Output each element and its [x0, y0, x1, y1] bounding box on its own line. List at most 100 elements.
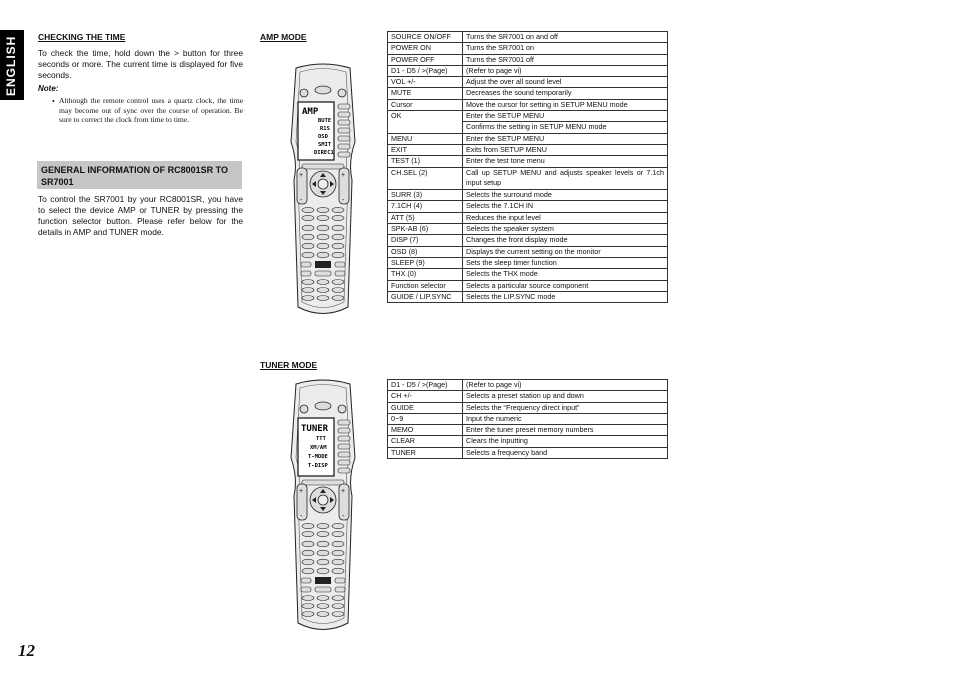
table-desc: Sets the sleep timer function	[462, 256, 668, 270]
checking-time-body: To check the time, hold down the > butto…	[38, 48, 243, 80]
table-row: D1 - D5 / >(Page)(Refer to page vi)	[387, 378, 668, 392]
table-row: THX (0)Selects the THX mode	[387, 268, 668, 281]
table-key: GUIDE / LIP.SYNC	[387, 290, 463, 304]
table-key: ATT (5)	[387, 211, 463, 225]
amp-lcd-line: DIREC1	[314, 150, 335, 156]
language-tab: ENGLISH	[0, 30, 24, 100]
table-key: TUNER	[387, 446, 463, 460]
table-key: GUIDE	[387, 401, 463, 414]
table-key: CH +/-	[387, 390, 463, 403]
table-desc: Selects a frequency band	[462, 446, 668, 460]
table-desc: Selects the surround mode	[462, 189, 668, 202]
amp-mode-heading: AMP MODE	[260, 32, 307, 42]
table-row: 7.1CH (4)Selects the 7.1CH IN	[387, 200, 668, 213]
table-desc: Clears the inputting	[462, 435, 668, 448]
tuner-function-table: D1 - D5 / >(Page)(Refer to page vi) CH +…	[387, 378, 668, 460]
table-desc: Displays the current setting on the moni…	[462, 245, 668, 258]
table-key: DISP (7)	[387, 234, 463, 247]
general-info-heading: GENERAL INFORMATION OF RC8001SR TO SR700…	[41, 165, 229, 187]
table-desc: Selects the “Frequency direct input”	[462, 401, 668, 414]
amp-lcd-screen	[297, 101, 335, 161]
amp-lcd-line: SMIT	[318, 142, 332, 148]
table-key: MENU	[387, 132, 463, 145]
table-key: CH.SEL (2)	[387, 166, 463, 191]
general-info-body: To control the SR7001 by your RC8001SR, …	[38, 194, 243, 237]
table-desc: Selects the THX mode	[462, 268, 668, 281]
table-key: OK	[387, 110, 463, 134]
note-bullet: •	[52, 97, 55, 106]
language-tab-label: ENGLISH	[4, 35, 18, 96]
amp-lcd-line: BUTE	[318, 118, 331, 124]
table-row: TEST (1)Enter the test tone menu	[387, 155, 668, 168]
table-row: ATT (5)Reduces the input level	[387, 211, 668, 225]
table-row: DISP (7)Changes the front display mode	[387, 234, 668, 247]
table-key: POWER ON	[387, 42, 463, 55]
tuner-lcd-screen	[297, 417, 335, 477]
table-key: EXIT	[387, 143, 463, 157]
table-row: SPK-AB (6)Selects the speaker system	[387, 223, 668, 236]
table-key: THX (0)	[387, 268, 463, 281]
table-desc: Exits from SETUP MENU	[462, 143, 668, 157]
table-key: SURR (3)	[387, 189, 463, 202]
table-row: VOL +/-Adjust the over all sound level	[387, 76, 668, 89]
table-desc: Confirms the setting in SETUP MENU mode	[462, 121, 668, 134]
svg-text:+: +	[299, 488, 303, 495]
svg-text:-: -	[342, 197, 345, 204]
table-row: OSD (8)Displays the current setting on t…	[387, 245, 668, 258]
table-desc: Enter the test tone menu	[462, 155, 668, 168]
table-desc: Decreases the sound temporarily	[462, 87, 668, 100]
general-info-heading-box: GENERAL INFORMATION OF RC8001SR TO SR700…	[37, 161, 242, 189]
table-desc: Changes the front display mode	[462, 234, 668, 247]
tuner-remote-illustration: TUNER TTT XM/AM T-MODE T-DISP ++ --	[290, 379, 356, 630]
table-desc: (Refer to page vi)	[462, 378, 668, 392]
svg-text:+: +	[341, 172, 345, 179]
table-desc: Enter the SETUP MENU	[462, 110, 668, 123]
table-desc: Enter the SETUP MENU	[462, 132, 668, 145]
tuner-lcd-line: T-MODE	[308, 454, 328, 460]
table-desc: Selects a particular source component	[462, 279, 668, 292]
table-key: MUTE	[387, 87, 463, 100]
table-key: SPK-AB (6)	[387, 223, 463, 236]
table-key: D1 - D5 / >(Page)	[387, 378, 463, 392]
note-label: Note:	[38, 84, 59, 93]
table-desc: Enter the tuner preset memory numbers	[462, 424, 668, 437]
table-desc: Selects the LIP.SYNC mode	[462, 290, 668, 304]
tuner-lcd-line: XM/AM	[310, 445, 327, 451]
table-row: CH.SEL (2)Call up SETUP MENU and adjusts…	[387, 166, 668, 191]
table-key: Function selector	[387, 279, 463, 292]
tuner-lcd-line: TUNER	[301, 424, 329, 434]
table-row: SURR (3)Selects the surround mode	[387, 189, 668, 202]
svg-text:-: -	[342, 513, 345, 520]
amp-lcd-line: R1S	[320, 126, 330, 132]
table-desc: Adjust the over all sound level	[462, 76, 668, 89]
svg-text:+: +	[299, 172, 303, 179]
table-key: POWER OFF	[387, 53, 463, 66]
note-text: Although the remote control uses a quart…	[59, 96, 243, 124]
table-row: Confirms the setting in SETUP MENU mode	[388, 121, 668, 134]
table-key: VOL +/-	[387, 76, 463, 89]
table-key: OSD (8)	[387, 245, 463, 258]
table-row: SLEEP (9)Sets the sleep timer function	[387, 256, 668, 270]
checking-time-heading: CHECKING THE TIME	[38, 32, 126, 42]
table-key: SOURCE ON/OFF	[387, 30, 463, 44]
table-desc: Input the numeric	[462, 412, 668, 426]
page-number: 12	[18, 641, 35, 660]
table-desc: Call up SETUP MENU and adjusts speaker l…	[462, 166, 668, 191]
tuner-mode-heading: TUNER MODE	[260, 360, 318, 370]
svg-text:-: -	[300, 513, 303, 520]
svg-text:+: +	[341, 488, 345, 495]
table-desc: Turns the SR7001 on and off	[462, 30, 668, 44]
table-key: TEST (1)	[387, 155, 463, 168]
table-desc: Turns the SR7001 on	[462, 42, 668, 55]
